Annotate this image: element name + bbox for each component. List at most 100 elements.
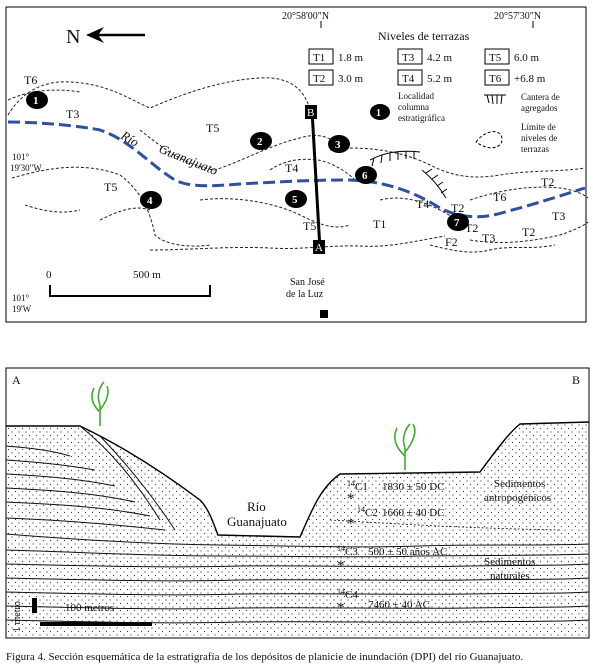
svg-text:T3: T3 <box>402 52 415 64</box>
svg-text:1.8 m: 1.8 m <box>338 52 364 64</box>
locality-marker: 3 <box>328 135 350 153</box>
terrace-label: T5 <box>303 219 316 233</box>
locality-marker: 4 <box>140 191 162 209</box>
terrace-label: T3 <box>66 107 79 121</box>
svg-text:500 ± 50 años AC: 500 ± 50 años AC <box>368 546 447 558</box>
terrace-limits <box>7 77 589 253</box>
sample-14c3: 14 C3 * 500 ± 50 años AC <box>337 544 447 574</box>
svg-text:C3: C3 <box>345 546 358 558</box>
terrace-label: T3 <box>482 231 495 245</box>
locality-marker: 1 <box>26 91 48 109</box>
svg-text:14: 14 <box>357 505 365 514</box>
svg-text:*: * <box>347 491 355 507</box>
legend-title: Niveles de terrazas <box>378 29 470 43</box>
svg-text:de la Luz: de la Luz <box>286 289 324 300</box>
location-map: N 20°58'00"N 20°57'30"N 101° 19'30"W 101… <box>5 6 589 323</box>
legend-item-t6: T6+6.8 m <box>484 69 546 86</box>
section-river-label-2: Guanajuato <box>227 514 287 529</box>
svg-text:niveles de: niveles de <box>521 133 557 143</box>
section-line <box>310 109 322 251</box>
section-corner-a: A <box>12 373 21 387</box>
section-scale-bars: 1 metro 100 metros <box>12 598 152 632</box>
north-arrow: N <box>66 26 145 48</box>
coord-left-top-min: 19'30"W <box>10 163 42 173</box>
map-frame <box>5 6 587 323</box>
town-san-jose: San José de la Luz <box>286 277 328 318</box>
terrace-label: T6 <box>493 190 506 204</box>
svg-text:7460 ± 40 AC: 7460 ± 40 AC <box>368 599 430 611</box>
svg-text:Cantera de: Cantera de <box>521 92 560 102</box>
svg-text:estratigráfica: estratigráfica <box>398 113 445 123</box>
svg-text:Localidad: Localidad <box>398 91 434 101</box>
svg-text:14: 14 <box>337 587 345 596</box>
terrace-labels: T6 T3 T5 T5 T4 T5 T1 T4 T2 F2 T3 T6 T2 T… <box>24 73 565 249</box>
terrace-label: T2 <box>451 201 464 215</box>
terrace-label: T4 <box>416 197 429 211</box>
svg-text:6: 6 <box>362 170 368 182</box>
vertical-scale-label: 1 metro <box>12 601 23 632</box>
vertical-scale-bar <box>32 598 37 613</box>
terrace-label: F2 <box>445 235 458 249</box>
terrace-label: T1 <box>373 217 386 231</box>
terrain-profile <box>6 421 589 538</box>
svg-text:1660 ± 40 DC: 1660 ± 40 DC <box>382 507 445 519</box>
svg-text:7: 7 <box>454 217 460 229</box>
sample-14c2: 14 C2 * 1660 ± 40 DC <box>347 505 445 532</box>
svg-text:5.2 m: 5.2 m <box>427 73 453 85</box>
scale-label: 500 m <box>133 269 161 281</box>
sediment-fill <box>6 422 589 638</box>
river-line <box>7 120 586 219</box>
legend-quarry: Cantera de agregados <box>484 92 560 113</box>
locality-marker: 7 <box>447 213 469 231</box>
section-a-label: A <box>315 242 323 254</box>
section-b-label: B <box>307 107 314 119</box>
cross-section: A B Río Guanajuato 14 C1 * 1830 ± 50 DC … <box>5 367 590 639</box>
unit-lower-line1: Sedimentos <box>484 556 535 568</box>
svg-text:columna: columna <box>398 102 429 112</box>
legend-terrace-limit: Límite de niveles de terrazas <box>475 122 557 154</box>
terrace-label: T4 <box>285 161 298 175</box>
svg-text:*: * <box>337 558 345 574</box>
svg-text:4.2 m: 4.2 m <box>427 52 453 64</box>
section-end-b <box>305 105 317 119</box>
locality-marker: 6 <box>355 166 377 184</box>
svg-text:San José: San José <box>290 277 325 288</box>
tree-icon <box>394 423 416 470</box>
svg-text:5: 5 <box>292 194 298 206</box>
unit-lower-line2: naturales <box>490 570 530 582</box>
svg-text:T4: T4 <box>402 73 415 85</box>
legend-item-t1: T1 1.8 m <box>308 48 364 65</box>
map-scale-bar: 0 500 m <box>46 269 211 297</box>
svg-text:2: 2 <box>257 136 263 148</box>
svg-text:3: 3 <box>335 139 341 151</box>
locality-markers: 1 2 3 4 5 6 7 <box>26 91 469 231</box>
coord-left-bottom-min: 19'W <box>12 304 32 314</box>
section-corner-b: B <box>572 373 580 387</box>
svg-text:T2: T2 <box>313 73 325 85</box>
terrace-label: T3 <box>552 209 565 223</box>
terrace-label: T5 <box>206 121 219 135</box>
unit-labels: Sedimentos antropogénicos Sedimentos nat… <box>484 478 551 582</box>
svg-text:1830 ± 50 DC: 1830 ± 50 DC <box>382 481 445 493</box>
figure-caption: Figura 4. Sección esquemática de la estr… <box>6 651 524 663</box>
svg-text:terrazas: terrazas <box>521 144 549 154</box>
coord-left-top-deg: 101° <box>12 152 30 162</box>
scale-zero: 0 <box>46 269 52 281</box>
horizontal-scale-bar <box>40 622 152 626</box>
svg-text:4: 4 <box>147 195 153 207</box>
svg-text:C2: C2 <box>365 507 378 519</box>
coord-top-left: 20°58'00"N <box>282 11 329 22</box>
locality-marker: 5 <box>285 190 307 208</box>
quarry-symbol <box>369 150 448 199</box>
terrace-label: T2 <box>541 175 554 189</box>
svg-text:+6.8 m: +6.8 m <box>514 73 546 85</box>
legend-item-t4: T4 5.2 m <box>397 69 453 86</box>
tree-icon <box>91 381 109 426</box>
svg-text:T1: T1 <box>313 52 325 64</box>
svg-text:1: 1 <box>376 108 381 119</box>
unit-upper-line1: Sedimentos <box>494 478 545 490</box>
coord-left-bottom-deg: 101° <box>12 293 30 303</box>
